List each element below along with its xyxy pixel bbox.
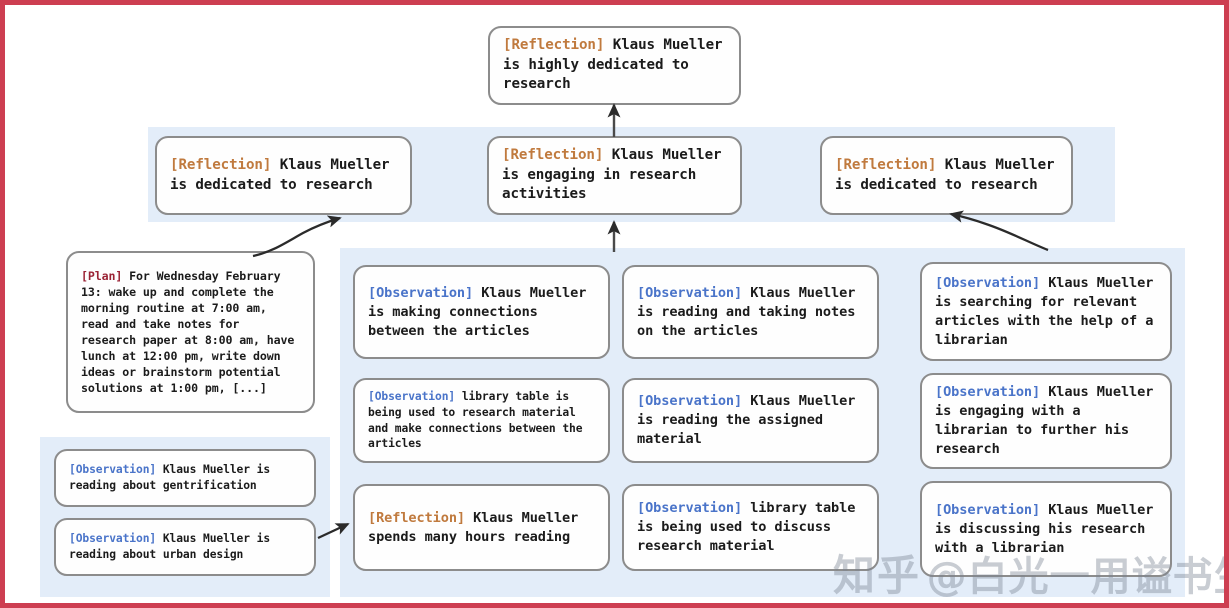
observation-tag: [Observation] bbox=[935, 501, 1041, 518]
node-col2-observation-taking-notes[interactable]: [Observation] Klaus Mueller is reading a… bbox=[622, 265, 879, 359]
node-text: [Observation] Klaus Mueller is making co… bbox=[355, 284, 608, 341]
node-body: For Wednesday February 13: wake up and c… bbox=[81, 269, 302, 395]
node-observation-gentrification[interactable]: [Observation] Klaus Mueller is reading a… bbox=[54, 449, 316, 507]
node-text: [Observation] Klaus Mueller is searching… bbox=[922, 274, 1170, 350]
node-col3-observation-engaging-librarian[interactable]: [Observation] Klaus Mueller is engaging … bbox=[920, 373, 1172, 469]
reflection-tag: [Reflection] bbox=[502, 147, 604, 164]
node-text: [Plan] For Wednesday February 13: wake u… bbox=[68, 268, 313, 396]
node-body: Klaus Mueller is engaging with a librari… bbox=[935, 384, 1162, 457]
node-text: [Reflection] Klaus Mueller is dedicated … bbox=[822, 156, 1071, 195]
node-reflection-center[interactable]: [Reflection] Klaus Mueller is engaging i… bbox=[487, 136, 742, 215]
reflection-tag: [Reflection] bbox=[503, 37, 605, 54]
node-text: [Reflection] Klaus Mueller spends many h… bbox=[355, 509, 608, 547]
node-text: [Observation] Klaus Mueller is engaging … bbox=[922, 383, 1170, 459]
observation-tag: [Observation] bbox=[368, 390, 456, 404]
reflection-tag: [Reflection] bbox=[835, 157, 937, 173]
node-col1-reflection-hours-reading[interactable]: [Reflection] Klaus Mueller spends many h… bbox=[353, 484, 610, 571]
observation-tag: [Observation] bbox=[69, 463, 157, 477]
plan-tag: [Plan] bbox=[81, 269, 123, 283]
node-text: [Reflection] Klaus Mueller is dedicated … bbox=[157, 156, 410, 195]
node-body: Klaus Mueller spends many hours reading bbox=[368, 509, 587, 545]
node-text: [Observation] Klaus Mueller is reading a… bbox=[56, 462, 314, 493]
node-col1-observation-connections[interactable]: [Observation] Klaus Mueller is making co… bbox=[353, 265, 610, 359]
observation-tag: [Observation] bbox=[637, 284, 743, 301]
node-text: [Observation] library table is being use… bbox=[355, 389, 608, 451]
node-body: Klaus Mueller is dedicated to research bbox=[835, 157, 1063, 193]
node-text: [Reflection] Klaus Mueller is highly ded… bbox=[490, 36, 739, 95]
node-text: [Observation] Klaus Mueller is reading a… bbox=[624, 284, 877, 341]
observation-tag: [Observation] bbox=[637, 393, 743, 409]
node-body: Klaus Mueller is engaging in research ac… bbox=[502, 147, 730, 203]
node-body: library table is being used to discuss r… bbox=[637, 500, 864, 554]
node-body: Klaus Mueller is reading and taking note… bbox=[637, 284, 864, 339]
node-text: [Observation] library table is being use… bbox=[624, 499, 877, 556]
node-body: Klaus Mueller is searching for relevant … bbox=[935, 274, 1162, 348]
node-body: Klaus Mueller is dedicated to research bbox=[170, 157, 398, 193]
node-col3-observation-searching-articles[interactable]: [Observation] Klaus Mueller is searching… bbox=[920, 262, 1172, 361]
node-root-reflection[interactable]: [Reflection] Klaus Mueller is highly ded… bbox=[488, 26, 741, 105]
node-observation-urban-design[interactable]: [Observation] Klaus Mueller is reading a… bbox=[54, 518, 316, 576]
node-body: Klaus Mueller is making connections betw… bbox=[368, 284, 595, 339]
node-reflection-left[interactable]: [Reflection] Klaus Mueller is dedicated … bbox=[155, 136, 412, 215]
observation-tag: [Observation] bbox=[637, 500, 743, 516]
node-body: library table is being used to research … bbox=[368, 390, 590, 451]
observation-tag: [Observation] bbox=[935, 384, 1041, 400]
node-body: Klaus Mueller is highly dedicated to res… bbox=[503, 37, 731, 93]
node-body: Klaus Mueller is discussing his research… bbox=[935, 501, 1162, 556]
node-text: [Observation] Klaus Mueller is discussin… bbox=[922, 501, 1170, 558]
node-text: [Reflection] Klaus Mueller is engaging i… bbox=[489, 146, 740, 205]
node-text: [Observation] Klaus Mueller is reading a… bbox=[56, 531, 314, 562]
node-text: [Observation] Klaus Mueller is reading t… bbox=[624, 392, 877, 449]
node-col2-observation-discuss-material[interactable]: [Observation] library table is being use… bbox=[622, 484, 879, 571]
node-col2-observation-assigned-material[interactable]: [Observation] Klaus Mueller is reading t… bbox=[622, 378, 879, 463]
observation-tag: [Observation] bbox=[69, 532, 157, 546]
node-body: Klaus Mueller is reading about gentrific… bbox=[69, 463, 277, 492]
node-body: Klaus Mueller is reading the assigned ma… bbox=[637, 393, 864, 447]
reflection-tag: [Reflection] bbox=[170, 157, 272, 173]
reflection-tag: [Reflection] bbox=[368, 509, 466, 526]
node-body: Klaus Mueller is reading about urban des… bbox=[69, 532, 277, 561]
observation-tag: [Observation] bbox=[935, 274, 1041, 291]
node-col1-observation-library-table[interactable]: [Observation] library table is being use… bbox=[353, 378, 610, 463]
observation-tag: [Observation] bbox=[368, 284, 474, 301]
node-reflection-right[interactable]: [Reflection] Klaus Mueller is dedicated … bbox=[820, 136, 1073, 215]
node-plan[interactable]: [Plan] For Wednesday February 13: wake u… bbox=[66, 251, 315, 413]
node-col3-observation-discussing-research[interactable]: [Observation] Klaus Mueller is discussin… bbox=[920, 481, 1172, 577]
